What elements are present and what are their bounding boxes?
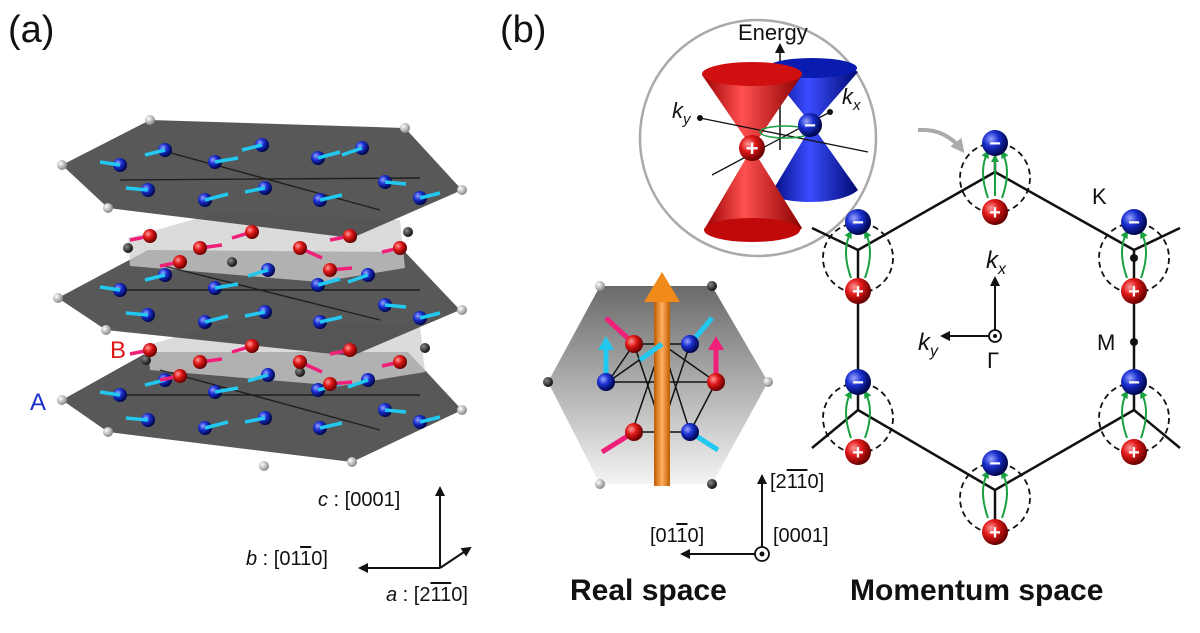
energy-label: Energy xyxy=(738,20,808,45)
sublattice-a-label: A xyxy=(30,389,46,416)
brillouin-zone xyxy=(811,130,1181,545)
momentum-axes: kx ky Γ xyxy=(918,247,1007,373)
dirac-cone-inset: Energy + − ky kx xyxy=(638,18,878,258)
real-axis-up-label: [2110] xyxy=(770,471,824,493)
axis-c-label: c : [0001] xyxy=(318,489,400,511)
valley-plus: + xyxy=(989,522,1001,544)
crystal-axes-a: c : [0001] b : [0110] a : [2110] xyxy=(246,486,472,606)
real-space-title: Real space xyxy=(570,574,727,607)
valley-plus: + xyxy=(989,202,1001,224)
k-point-label: K xyxy=(1092,184,1107,209)
valley-minus: − xyxy=(852,212,864,234)
real-space-axes: [2110] [0110] [0001] xyxy=(650,471,829,562)
real-axis-out-label: [0001] xyxy=(773,525,829,547)
inset-minus: − xyxy=(804,115,816,137)
valley-minus: − xyxy=(989,133,1001,155)
sublattice-b-label: B xyxy=(110,337,126,364)
valley-minus: − xyxy=(1128,372,1140,394)
red-lower-cone xyxy=(705,148,802,240)
inset-ky-label: ky xyxy=(672,98,692,128)
blue-lower-cone xyxy=(770,125,858,202)
valley-minus: − xyxy=(1128,212,1140,234)
m-point-label: M xyxy=(1097,330,1115,355)
real-axis-left-label: [0110] xyxy=(650,525,704,547)
momentum-ky-label: ky xyxy=(918,329,939,360)
layer-stack-diagram xyxy=(53,115,467,471)
valley-plus: + xyxy=(852,442,864,464)
valley-plus: + xyxy=(852,281,864,303)
axis-a-label: a : [2110] xyxy=(386,584,468,606)
momentum-kx-label: kx xyxy=(986,247,1007,278)
inset-plus: + xyxy=(746,136,759,161)
red-upper-cone xyxy=(702,65,802,148)
valley-minus: − xyxy=(989,453,1001,475)
inset-pointer-arrow xyxy=(917,127,965,154)
valley-pairs: − + − + − + − + − + − + xyxy=(822,130,1170,545)
valley-plus: + xyxy=(1128,442,1140,464)
valley-plus: + xyxy=(1128,281,1140,303)
panel-b-label: (b) xyxy=(500,9,546,51)
inset-kx-label: kx xyxy=(842,84,861,114)
b-sublattice-atoms xyxy=(129,225,407,391)
momentum-space-title: Momentum space xyxy=(850,574,1103,607)
valley-minus: − xyxy=(852,372,864,394)
gamma-label: Γ xyxy=(987,348,999,373)
real-space-unit-cell xyxy=(543,272,773,489)
a-sublattice-atoms xyxy=(99,138,441,435)
axis-b-label: b : [0110] xyxy=(246,548,328,570)
panel-a-label: (a) xyxy=(8,9,54,51)
